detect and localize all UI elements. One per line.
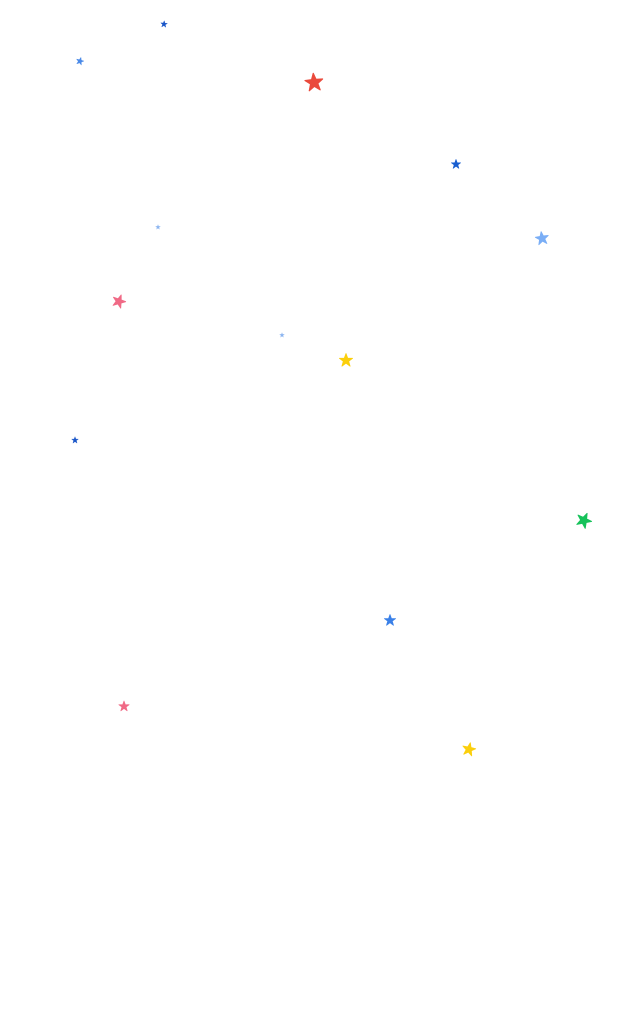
star-icon xyxy=(71,436,79,444)
star-icon xyxy=(461,741,478,758)
star-icon xyxy=(384,614,396,626)
star-icon xyxy=(279,332,285,338)
star-icon xyxy=(110,292,128,310)
star-icon xyxy=(155,224,161,230)
star-icon xyxy=(534,230,550,246)
star-icon xyxy=(304,72,325,93)
star-icon xyxy=(339,353,353,367)
star-icon xyxy=(75,56,85,66)
star-icon xyxy=(118,700,130,712)
star-icon xyxy=(451,159,461,169)
star-icon xyxy=(573,509,594,530)
star-icon xyxy=(160,20,168,28)
